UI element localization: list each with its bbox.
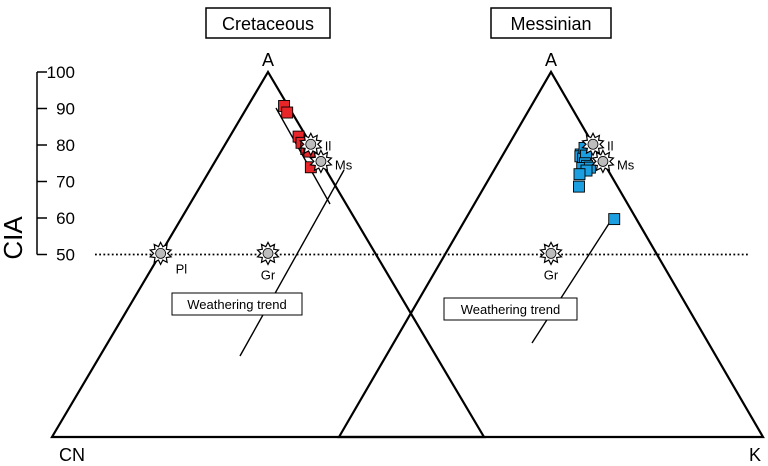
panel-title-box	[205, 7, 331, 39]
vertex-label-k: K	[749, 445, 761, 465]
cia-tick-label: 90	[56, 100, 75, 119]
mineral-dot	[545, 248, 557, 259]
data-point	[608, 213, 621, 226]
mineral-pl: Pl	[148, 241, 188, 276]
vertex-label-a: A	[262, 50, 274, 70]
trend-label-box	[443, 297, 578, 321]
mineral-dot	[305, 138, 317, 150]
mineral-ms: Ms	[591, 149, 635, 174]
mineral-il: Il	[299, 131, 332, 157]
mineral-gr: Gr	[539, 241, 563, 282]
mineral-dot	[262, 248, 274, 259]
trend-label-box	[171, 292, 303, 316]
weathering-trend-line	[239, 169, 345, 357]
weathering-trend-line	[531, 221, 611, 344]
cia-tick-label: 80	[56, 136, 75, 155]
weathering-trend-line-upper	[275, 107, 331, 205]
mineral-label: Gr	[261, 267, 276, 282]
mineral-label: Ms	[335, 157, 353, 172]
mineral-ms: Ms	[309, 149, 353, 174]
cia-tick-label: 50	[56, 246, 75, 265]
mineral-label: Pl	[176, 261, 188, 276]
vertex-label-a: A	[545, 50, 557, 70]
mineral-label: Il	[325, 138, 332, 153]
mineral-il: Il	[581, 131, 614, 157]
vertex-label-cn: CN	[59, 445, 85, 465]
vertex-labels: A A CN K	[59, 50, 761, 465]
cia-axis-title: CIA	[0, 216, 28, 260]
panel-title-box	[490, 7, 612, 39]
panel-title: Messinian	[510, 14, 591, 34]
mineral-dot	[315, 156, 327, 167]
mineral-dot	[155, 248, 167, 259]
mineral-label: Il	[607, 138, 614, 153]
cia-tick-label: 100	[47, 63, 75, 82]
trend-label: Weathering trend	[187, 297, 287, 312]
data-point	[281, 106, 294, 119]
mineral-label: Gr	[544, 267, 559, 282]
mineral-dot	[587, 138, 599, 150]
cia-tick-label: 70	[56, 173, 75, 192]
data-point	[573, 168, 586, 181]
cia-tick-label: 60	[56, 209, 75, 228]
mineral-gr: Gr	[256, 241, 280, 282]
data-point	[573, 180, 585, 193]
mineral-label: Ms	[617, 157, 635, 172]
trend-label: Weathering trend	[461, 302, 561, 317]
panel-title: Cretaceous	[222, 14, 314, 34]
mineral-dot	[597, 156, 609, 167]
